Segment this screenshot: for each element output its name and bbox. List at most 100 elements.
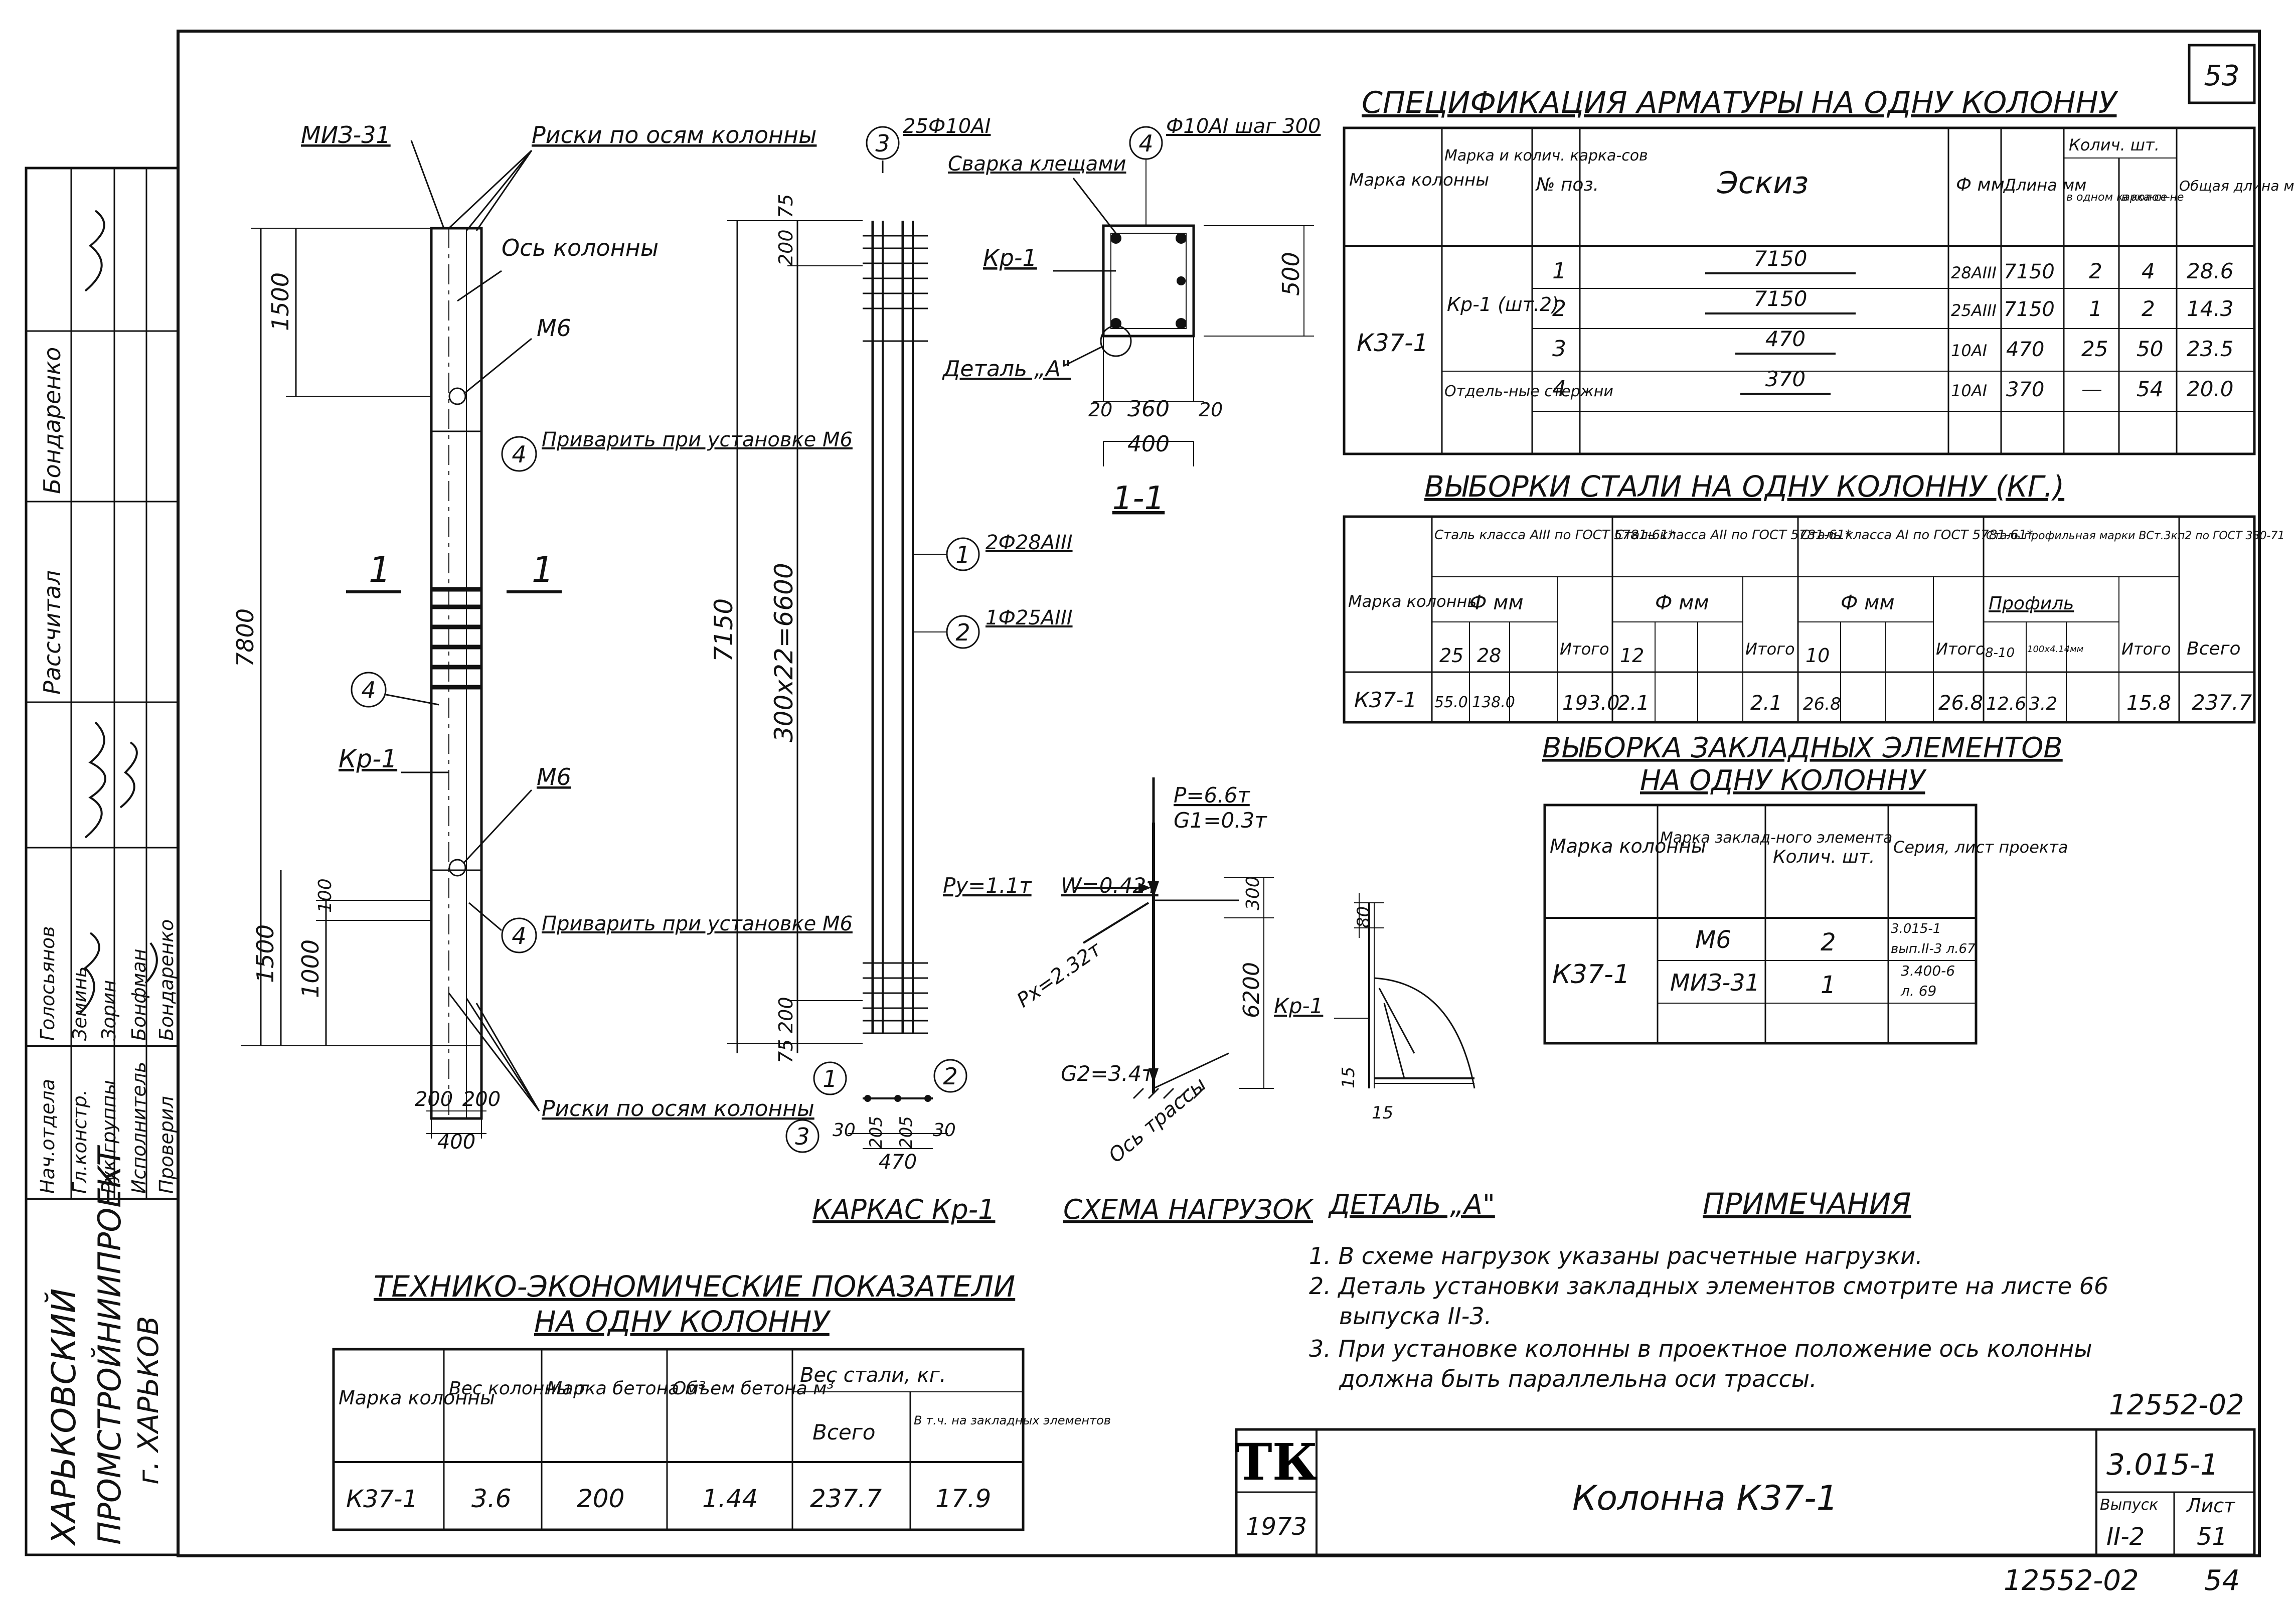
dim-1500-bottom: 1500 xyxy=(252,924,279,983)
notes: ПРИМЕЧАНИЯ 1. В схеме нагрузок указаны р… xyxy=(1309,1187,2108,1392)
notes-title: ПРИМЕЧАНИЯ xyxy=(1703,1187,1911,1221)
sheet-label: Лист xyxy=(2186,1495,2236,1517)
steel-row-total: 237.7 xyxy=(2192,690,2252,715)
callout-pos4-bottom: 4 xyxy=(512,922,526,949)
tep-header-embed: В т.ч. на закладных элементов xyxy=(914,1413,1111,1427)
issue-value: II-2 xyxy=(2106,1523,2145,1551)
section-mark-right: 1 xyxy=(532,549,554,590)
steel-sub-28: 28 xyxy=(1477,645,1501,667)
steel-row-itogo2: 2.1 xyxy=(1750,692,1782,715)
frame-sect-dim-30b: 30 xyxy=(933,1120,956,1141)
load-p: P=6.6т xyxy=(1174,783,1250,808)
stamp-vertical-role: Рассчитал xyxy=(39,570,66,695)
spec-header-dia: Ф мм xyxy=(1956,175,2005,195)
spec-len: 370 xyxy=(2006,378,2044,401)
section-dim-400: 400 xyxy=(1127,431,1170,457)
spec-q1: 1 xyxy=(2089,296,2102,321)
embed-row2-qty: 1 xyxy=(1821,971,1836,999)
load-dim-6200: 6200 xyxy=(1239,962,1264,1018)
stamp-role-4: Исполнитель xyxy=(128,1062,150,1194)
tep-header-grade: Марка бетона м³ xyxy=(547,1378,706,1399)
stamp-role-2: Гл.констр. xyxy=(69,1089,91,1194)
spec-dia: 25АIII xyxy=(1951,301,1997,320)
frame-sect-callout-1: 1 xyxy=(823,1065,837,1092)
steel-vsego: Всего xyxy=(2187,638,2241,659)
stamp-vertical-name: Бондаренко xyxy=(39,347,66,494)
callout-pos4-section: 4 xyxy=(1138,130,1153,157)
steel-sub-10: 10 xyxy=(1806,645,1830,667)
steel-itogo-3: Итого xyxy=(1936,639,1986,659)
dim-1000: 1000 xyxy=(297,939,324,998)
steel-row-itogo1: 193.0 xyxy=(1562,692,1620,715)
signature-scribble xyxy=(79,210,158,1014)
label-m6-bottom: М6 xyxy=(537,763,571,790)
spec-sketch: 470 xyxy=(1765,327,1806,351)
steel-profile-label: Профиль xyxy=(1989,593,2074,614)
stamp-name-3: Зорин xyxy=(98,980,120,1041)
load-w: W=0.42т xyxy=(1061,873,1159,898)
spec-column-mark: К37-1 xyxy=(1357,329,1428,357)
spec-total: 14.3 xyxy=(2187,296,2234,321)
archive-code: 12552-02 xyxy=(2109,1389,2244,1421)
spec-table: СПЕЦИФИКАЦИЯ АРМАТУРЫ НА ОДНУ КОЛОННУ Ма… xyxy=(1343,85,2294,455)
org-name-line2: ПРОМСТРОЙНИИПРОЕКТ xyxy=(91,1145,128,1545)
tep-title-2: НА ОДНУ КОЛОННУ xyxy=(534,1305,831,1339)
spec-group-separate: Отдель-ные стержни xyxy=(1444,383,1613,400)
spec-total: 20.0 xyxy=(2187,377,2234,401)
section-caption: 1-1 xyxy=(1112,480,1165,517)
label-detail-a: Деталь „А" xyxy=(942,356,1071,382)
spec-q2: 4 xyxy=(2142,259,2155,283)
embed-row1-mark: М6 xyxy=(1695,926,1731,954)
spec-header-mark: Марка колонны xyxy=(1349,170,1489,190)
spec-header-pos: № поз. xyxy=(1535,175,1599,195)
tep-row-volume: 1.44 xyxy=(702,1484,758,1513)
spec-q2: 54 xyxy=(2137,377,2163,401)
frame-sect-callout-3: 3 xyxy=(795,1123,809,1150)
dim-7800: 7800 xyxy=(232,608,259,667)
note-3: 3. При установке колонны в проектное пол… xyxy=(1309,1335,2092,1362)
stamp-name-1: Голосьянов xyxy=(37,926,59,1041)
spec-header-qty-column: в колон-не xyxy=(2121,191,2184,204)
stamp-name-2: Земинь xyxy=(69,967,91,1041)
spec-q2: 50 xyxy=(2137,337,2163,361)
label-risks-top: Риски по осям колонны xyxy=(532,121,816,148)
spec-pos: 4 xyxy=(1552,376,1566,402)
steel-row-28: 138.0 xyxy=(1472,694,1515,711)
dim-100: 100 xyxy=(315,878,336,913)
frame-dim-6600: 300x22=6600 xyxy=(769,563,798,742)
steel-sub-12: 12 xyxy=(1620,645,1644,667)
spec-dia: 10АI xyxy=(1951,381,1987,400)
frame-dim-200-bottom: 200 xyxy=(775,997,797,1033)
detail-dim-80: 80 xyxy=(1354,906,1374,928)
steel-group-aiii: Сталь класса AIII по ГОСТ 5781-61* xyxy=(1434,528,1675,543)
spec-pos: 1 xyxy=(1552,258,1566,284)
frame-caption: КАРКАС Кр-1 xyxy=(812,1194,995,1225)
label-axis: Ось колонны xyxy=(502,234,659,261)
steel-itogo-2: Итого xyxy=(1745,639,1795,659)
callout-pos4-mid: 4 xyxy=(361,677,376,704)
section-mark-left: 1 xyxy=(369,549,391,590)
stamp-role-1: Нач.отдела xyxy=(37,1079,59,1194)
section-dim-20a: 20 xyxy=(1088,399,1112,421)
org-name-line1: ХАРЬКОВСКИЙ xyxy=(44,1289,83,1546)
year: 1973 xyxy=(1246,1513,1307,1541)
dim-1500-top: 1500 xyxy=(267,272,294,331)
frame-sect-callout-2: 2 xyxy=(943,1063,957,1090)
tep-table: ТЕХНИКО-ЭКОНОМИЧЕСКИЕ ПОКАЗАТЕЛИ НА ОДНУ… xyxy=(332,1269,1111,1531)
detail-a: 80 15 15 Кр-1 ДЕТАЛЬ „А" xyxy=(1274,893,1495,1220)
spec-total: 23.5 xyxy=(2187,337,2234,361)
spec-header-frames: Марка и колич. карка-сов xyxy=(1444,147,1648,165)
label-risks-bottom: Риски по осям колонны xyxy=(542,1096,814,1121)
spec-group-kr1: Кр-1 (шт.2) xyxy=(1447,293,1559,315)
spec-header-length: Длина мм xyxy=(2003,176,2086,195)
load-g2: G2=3.4т xyxy=(1061,1061,1155,1086)
frame-dim-7150: 7150 xyxy=(709,598,738,662)
stamp-role-3: Рук.группы xyxy=(98,1080,120,1194)
callout-pos4-top: 4 xyxy=(512,441,526,468)
spec-pos: 3 xyxy=(1552,336,1566,362)
frame-dim-75-top: 75 xyxy=(775,194,797,218)
frame-sect-dim-205b: 205 xyxy=(896,1116,916,1149)
spec-row-1: 1 7150 28АIII 7150 2 4 28.6 xyxy=(1552,246,2234,284)
embed-header-mark: Марка заклад-ного элемента xyxy=(1660,829,1892,847)
label-weld-clamps: Сварка клещами xyxy=(948,152,1126,176)
